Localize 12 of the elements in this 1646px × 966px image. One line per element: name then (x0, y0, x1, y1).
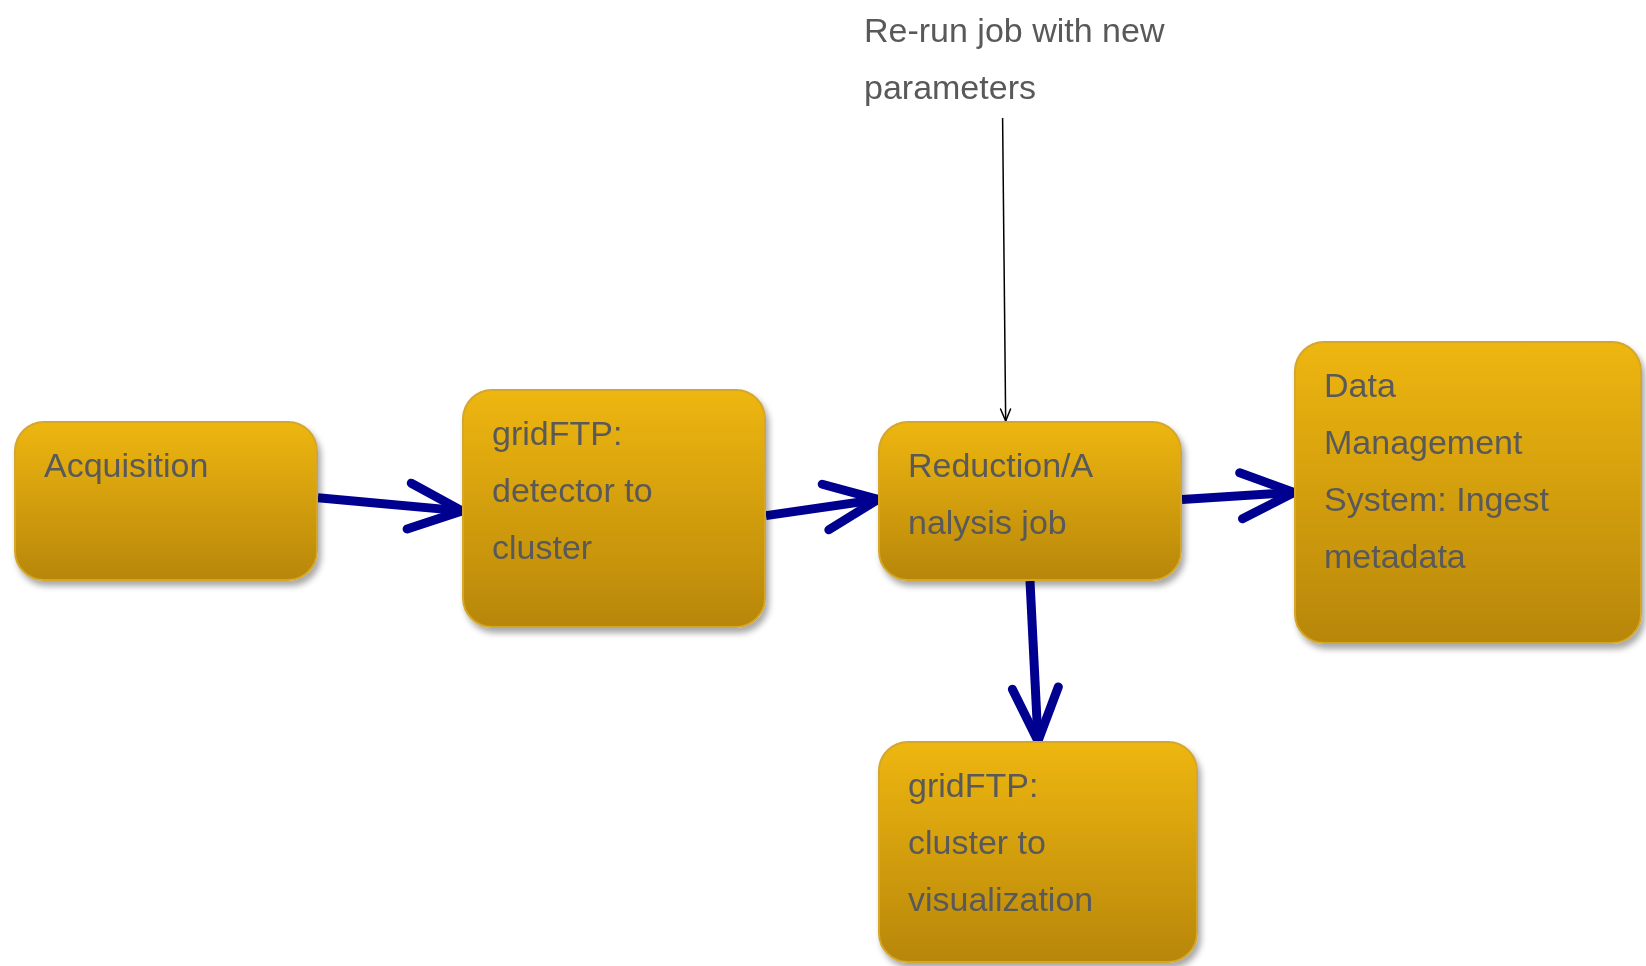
process-box (878, 421, 1182, 581)
note-text: Re-run job with new parameters (864, 10, 1166, 108)
box-label: gridFTP: cluster to visualization (908, 765, 1095, 920)
box-label: Acquisition (44, 445, 210, 486)
process-box (1294, 341, 1642, 644)
process-box (878, 741, 1198, 963)
arrow (999, 117, 1012, 422)
process-box (462, 389, 766, 628)
box-label: Reduction/A nalysis job (908, 445, 1094, 543)
box-label: gridFTP: detector to cluster (492, 413, 654, 568)
box-label: Data Management System: Ingest metadata (1324, 365, 1550, 577)
process-box (14, 421, 318, 581)
